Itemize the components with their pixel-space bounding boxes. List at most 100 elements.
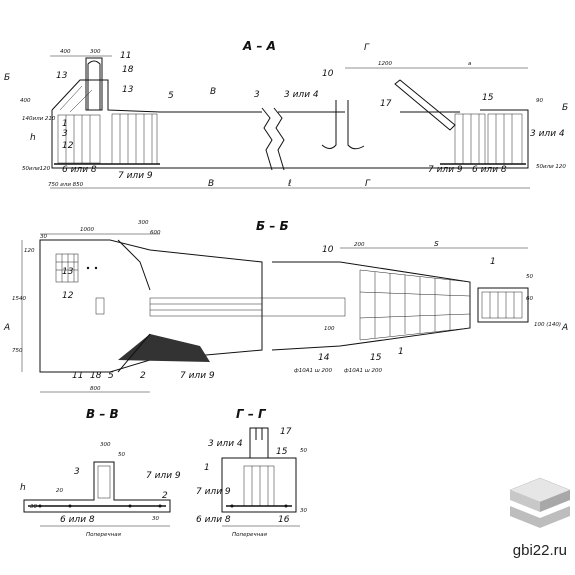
- marker-v-bottom: В: [208, 179, 214, 189]
- vv-dim-300: 300: [100, 442, 111, 448]
- marker-v-top: В: [210, 87, 216, 97]
- label-12: 12: [62, 141, 74, 151]
- dim-400v: 400: [20, 98, 31, 104]
- gg-label-1: 1: [204, 463, 210, 473]
- section-gg-title: Г – Г: [236, 407, 267, 421]
- vv-label-6or8: 6 или 8: [60, 515, 95, 525]
- central-strip: [149, 297, 346, 317]
- dim-90: 90: [536, 98, 543, 104]
- gg-label-6or8: 6 или 8: [196, 515, 231, 525]
- label-bb-bar14: ф10A1 ш 200: [294, 368, 332, 374]
- gg-axis: Поперечная: [232, 532, 268, 538]
- dim-1000: 1000: [80, 227, 94, 233]
- cage-right-2: [487, 113, 523, 165]
- dim-50-right: 50или 120: [536, 164, 566, 170]
- dim-60: 60: [526, 296, 533, 302]
- vv-dim-30b: 30: [152, 516, 159, 522]
- label-bb-7or9: 7 или 9: [180, 371, 215, 381]
- dim-120: 120: [24, 248, 35, 254]
- beam-top-left: [51, 79, 262, 113]
- anchor-10: [321, 100, 337, 149]
- vv-label-7or9: 7 или 9: [146, 471, 181, 481]
- cage-left: [57, 114, 101, 164]
- dim-140: 140или 210: [22, 116, 56, 122]
- dim-1200: 1200: [378, 61, 392, 67]
- gg-label-15: 15: [276, 447, 288, 457]
- section-vv-title: В – В: [86, 407, 119, 421]
- label-7or9-right: 7 или 9: [428, 165, 463, 175]
- label-18: 18: [122, 65, 134, 75]
- gg-label-16: 16: [278, 515, 290, 525]
- label-bb-13: 13: [62, 267, 74, 277]
- vv-dim-h: h: [20, 483, 26, 493]
- gg-outline: [221, 457, 297, 513]
- label-5: 5: [168, 91, 174, 101]
- cage-5: [111, 113, 158, 165]
- vv-label-3: 3: [74, 467, 80, 477]
- gg-label-7or9: 7 или 9: [196, 487, 231, 497]
- end-cage: [481, 291, 523, 319]
- dim-50-b: 50: [526, 274, 533, 280]
- section-bb-title: Б – Б: [256, 219, 289, 233]
- vv-outline: [23, 461, 171, 513]
- label-bb-15: 15: [370, 353, 382, 363]
- label-13b: 13: [122, 85, 134, 95]
- column-stub: [85, 57, 103, 111]
- label-bb-1b: 1: [398, 347, 404, 357]
- marker-a-left: А: [3, 323, 10, 333]
- lifting-loop-11: [87, 60, 101, 110]
- label-6or8-left: 6 или 8: [62, 165, 97, 175]
- dim-300: 300: [90, 49, 101, 55]
- label-bb-bar15: ф10A1 ш 200: [344, 368, 382, 374]
- dim-h: h: [30, 133, 36, 143]
- gg-dim-30: 30: [300, 508, 307, 514]
- dim-400: 400: [60, 49, 71, 55]
- label-bb-12: 12: [62, 291, 74, 301]
- mesh-13: [55, 253, 79, 283]
- marker-b-left: Б: [4, 73, 10, 83]
- dim-s: s: [434, 239, 439, 249]
- marker-a-right: А: [561, 323, 568, 333]
- vv-dim-20: 20: [56, 488, 63, 494]
- beam-outline: [51, 109, 529, 169]
- label-13: 13: [56, 71, 68, 81]
- insert-18: [95, 297, 105, 315]
- marker-g-top: Г: [364, 43, 370, 53]
- plan-end: [477, 287, 529, 323]
- vv-dim-30: 30: [30, 504, 37, 510]
- inclined-bar-17: [394, 79, 456, 131]
- dim-300-b: 300: [138, 220, 149, 226]
- label-15: 15: [482, 93, 494, 103]
- section-vv: В – В 300 50 20 30 h 30 3 7 или 9 2 6 ил…: [20, 407, 181, 538]
- section-aa-title: А – А: [242, 39, 276, 53]
- dim-600: 600: [150, 230, 161, 236]
- break-line-right: [273, 107, 285, 171]
- label-3-mid: 3: [254, 90, 260, 100]
- logo-icon: [509, 477, 571, 528]
- plan-outline-left: [39, 239, 263, 373]
- vv-axis: Поперечная: [86, 532, 122, 538]
- label-bb-5: 5: [108, 371, 114, 381]
- vv-dim-50: 50: [118, 452, 125, 458]
- label-bb-1: 1: [490, 257, 496, 267]
- gg-anchor-top: [249, 427, 269, 458]
- dim-30-b: 30: [40, 234, 47, 240]
- watermark-text: gbi22.ru: [512, 542, 567, 559]
- section-bb: Б – Б: [3, 219, 568, 393]
- break-line-left: [261, 107, 273, 171]
- marker-b-right: Б: [562, 103, 568, 113]
- label-bb-14: 14: [318, 353, 330, 363]
- dim-750-b: 750: [12, 348, 23, 354]
- dim-100-b: 100: [324, 326, 335, 332]
- tapering-cage: [359, 269, 471, 341]
- label-bb-11: 11: [72, 371, 83, 381]
- dim-100-140: 100 (140): [534, 322, 561, 328]
- vv-label-2: 2: [162, 491, 168, 501]
- gg-label-3or4: 3 или 4: [208, 439, 243, 449]
- label-bb-18: 18: [90, 371, 102, 381]
- gg-label-17: 17: [280, 427, 292, 437]
- dim-800: 800: [90, 386, 101, 392]
- section-gg: Г – Г 50 30 3 или 4 15 17 1 7 или 9 6 ил…: [196, 407, 307, 538]
